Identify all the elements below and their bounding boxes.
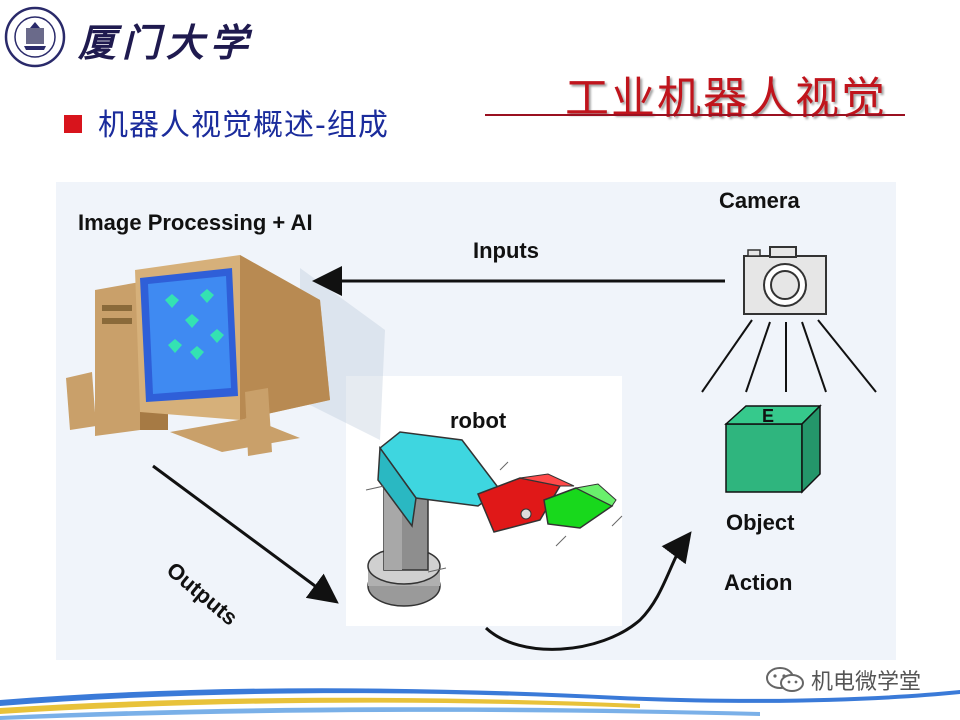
- watermark-text: 机电微学堂: [811, 670, 922, 695]
- robot-arm-icon: [365, 431, 623, 607]
- section-heading: 机器人视觉概述-组成: [64, 100, 389, 144]
- camera-rays: [701, 319, 877, 393]
- camera-icon: [743, 246, 827, 315]
- watermark: 机电微学堂: [765, 664, 921, 696]
- heading-text: 机器人视觉概述-组成: [98, 108, 389, 143]
- object-cube-icon: E: [724, 404, 822, 494]
- object-label: Object: [726, 510, 795, 535]
- bottom-decorative-stripe: [0, 688, 960, 720]
- computer-icon: [66, 255, 385, 456]
- bullet-square-icon: [64, 115, 82, 133]
- action-arrow: [484, 531, 692, 651]
- title-underline: [485, 114, 905, 116]
- university-seal-icon: [4, 6, 66, 68]
- university-logo-area: 厦门大学: [0, 0, 260, 80]
- wechat-icon: [766, 667, 804, 692]
- camera-label: Camera: [719, 188, 800, 213]
- processing-label: Image Processing + AI: [78, 210, 313, 235]
- robot-label: robot: [450, 408, 507, 433]
- university-name: 厦门大学: [78, 20, 255, 65]
- action-label: Action: [724, 570, 793, 595]
- outputs-arrow: [152, 464, 339, 604]
- inputs-label: Inputs: [473, 238, 539, 263]
- object-letter: E: [762, 406, 774, 426]
